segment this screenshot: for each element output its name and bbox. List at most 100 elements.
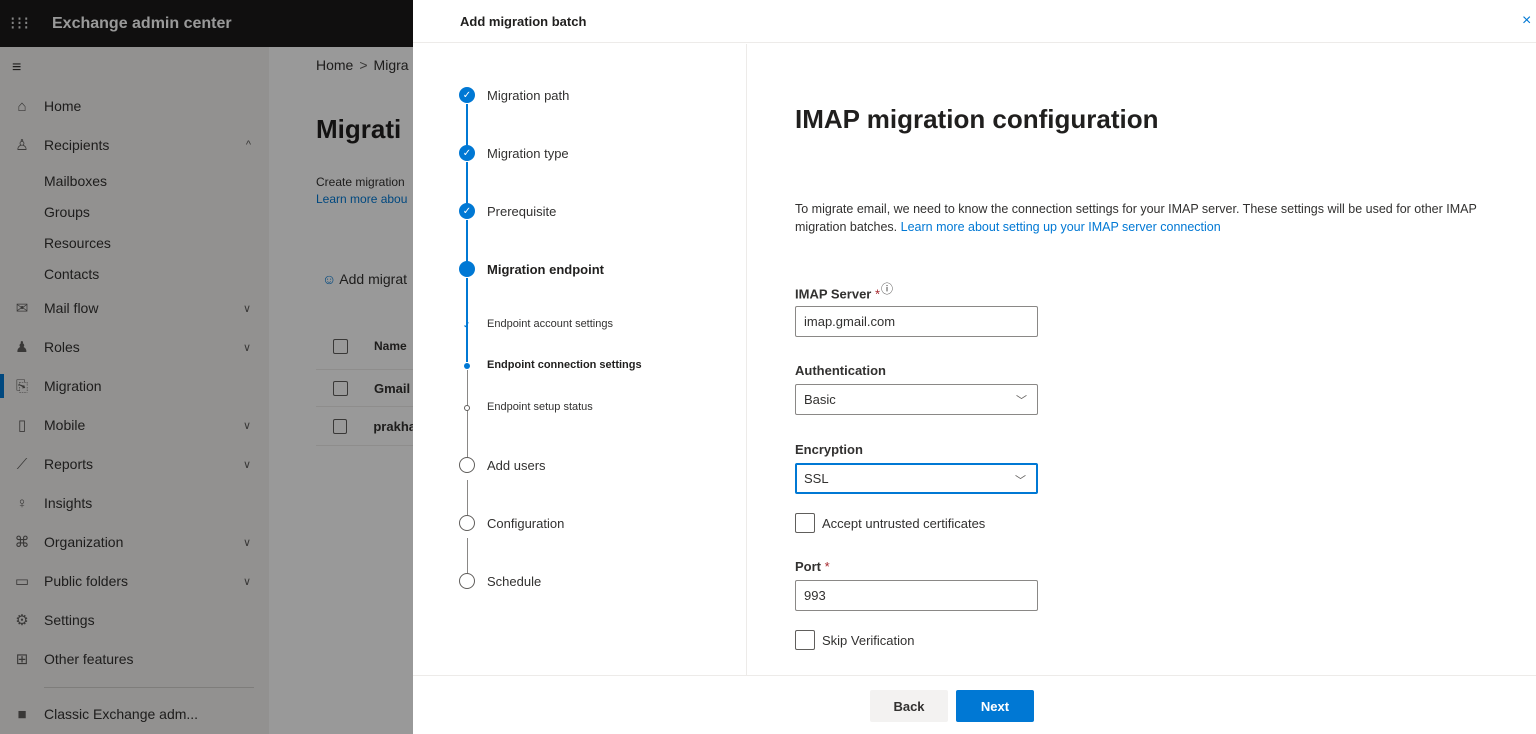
panel-header: Add migration batch × <box>413 0 1536 43</box>
skip-verification-checkbox[interactable]: Skip Verification <box>795 630 915 650</box>
nav-item-insights[interactable]: ♀ Insights <box>0 484 269 522</box>
nav-label: Mobile <box>44 417 86 433</box>
pending-step-icon <box>459 573 475 589</box>
table-row[interactable]: Gmail <box>316 369 416 407</box>
chevron-down-icon: ∨ <box>242 341 251 354</box>
accept-untrusted-label: Accept untrusted certificates <box>822 515 986 531</box>
breadcrumb-home[interactable]: Home <box>316 57 354 73</box>
substep-endpoint-connection-settings[interactable]: Endpoint connection settings <box>487 359 642 371</box>
checkmark-icon: ✓ <box>459 87 475 103</box>
chevron-up-icon: ^ <box>245 139 251 151</box>
step-connector <box>467 370 468 460</box>
nav-sub-contacts[interactable]: Contacts <box>44 266 100 282</box>
nav-sub-resources[interactable]: Resources <box>44 235 111 251</box>
row-checkbox[interactable] <box>333 419 348 434</box>
info-icon[interactable]: ⓘ <box>881 282 894 296</box>
breadcrumb: Home>Migra <box>316 57 409 73</box>
nav-item-classic-exchange[interactable]: ■ Classic Exchange adm... <box>0 695 269 733</box>
nav-label: Reports <box>44 456 94 472</box>
authentication-dropdown[interactable]: Basic ﹀ <box>795 384 1038 415</box>
nav-item-mail-flow[interactable]: ✉ Mail flow ∨ <box>0 289 269 327</box>
nav-item-settings[interactable]: ⚙ Settings <box>0 601 269 639</box>
migration-icon: ⎘ <box>15 377 28 395</box>
step-migration-type[interactable]: Migration type <box>487 146 569 161</box>
checkbox-box[interactable] <box>795 513 815 533</box>
add-migration-label: Add migrat <box>339 271 407 287</box>
chevron-down-icon: ∨ <box>242 419 251 432</box>
nav-label: Classic Exchange adm... <box>44 706 199 722</box>
nav-divider <box>44 687 254 688</box>
learn-more-link[interactable]: Learn more abou <box>316 192 408 206</box>
nav-label: Insights <box>44 495 93 511</box>
select-all-checkbox[interactable] <box>333 338 348 354</box>
table-row[interactable]: prakha <box>316 408 416 446</box>
lightbulb-icon: ♀ <box>16 494 28 512</box>
step-prerequisite[interactable]: Prerequisite <box>487 204 557 219</box>
pending-step-icon <box>459 515 475 531</box>
nav-item-mobile[interactable]: ▯ Mobile ∨ <box>0 406 269 444</box>
substep-endpoint-account-settings[interactable]: Endpoint account settings <box>487 318 613 330</box>
hamburger-icon[interactable]: ≡ <box>12 59 22 76</box>
exchange-icon: ■ <box>17 705 27 723</box>
nav-item-roles[interactable]: ♟ Roles ∨ <box>0 328 269 366</box>
chevron-down-icon: ﹀ <box>1016 395 1027 407</box>
form-heading: IMAP migration configuration <box>795 104 1159 134</box>
page-description: Create migration Learn more abou <box>316 174 407 208</box>
grid-icon: ⊞ <box>15 651 29 668</box>
chevron-down-icon: ∨ <box>242 302 251 315</box>
checkmark-icon: ✓ <box>459 203 475 219</box>
step-configuration: Configuration <box>487 516 565 531</box>
close-icon[interactable]: × <box>1522 12 1532 29</box>
required-mark: * <box>824 559 830 574</box>
encryption-dropdown[interactable]: SSL ﹀ <box>795 463 1038 494</box>
imap-server-label: IMAP Server *ⓘ <box>795 280 893 301</box>
column-header-name[interactable]: Name <box>374 339 407 353</box>
step-connector <box>466 278 468 362</box>
required-mark: * <box>874 286 881 302</box>
panel-title: Add migration batch <box>460 14 587 29</box>
nav-item-recipients[interactable]: ♙ Recipients ^ <box>0 126 269 164</box>
nav-label: Public folders <box>44 573 129 589</box>
back-button[interactable]: Back <box>870 690 948 722</box>
port-input[interactable]: 993 <box>795 580 1038 611</box>
chevron-down-icon: ∨ <box>242 536 251 549</box>
mobile-icon: ▯ <box>17 417 27 434</box>
nav-item-other-features[interactable]: ⊞ Other features <box>0 640 269 678</box>
add-migration-batch-panel: Add migration batch × ✓ Migration path ✓… <box>413 0 1536 734</box>
nav-item-migration[interactable]: ⎘ Migration <box>0 367 269 405</box>
nav-item-organization[interactable]: ⌘ Organization ∨ <box>0 523 269 561</box>
description-text: Create migration <box>316 175 405 189</box>
step-connector <box>466 220 468 270</box>
port-label: Port * <box>795 559 830 574</box>
imap-help-link[interactable]: Learn more about setting up your IMAP se… <box>900 220 1221 234</box>
current-step-icon <box>459 261 475 277</box>
add-migration-button[interactable]: ☺Add migrat <box>322 271 407 287</box>
org-icon: ⌘ <box>14 534 30 551</box>
table-header: Name <box>316 327 416 365</box>
checkmark-icon: ✓ <box>463 320 471 330</box>
breadcrumb-separator: > <box>359 57 368 73</box>
nav-sub-mailboxes[interactable]: Mailboxes <box>44 173 108 189</box>
nav-label: Organization <box>44 534 124 550</box>
authentication-value: Basic <box>804 392 836 407</box>
encryption-label: Encryption <box>795 442 863 457</box>
nav-label: Migration <box>44 378 102 394</box>
row-checkbox[interactable] <box>333 380 348 396</box>
app-title[interactable]: Exchange admin center <box>52 14 232 32</box>
checkbox-box[interactable] <box>795 630 815 650</box>
next-button[interactable]: Next <box>956 690 1034 722</box>
app-launcher-icon[interactable]: ⁝⁝⁝ <box>9 13 31 33</box>
nav-item-reports[interactable]: ⟋ Reports ∨ <box>0 445 269 483</box>
step-migration-path[interactable]: Migration path <box>487 88 570 103</box>
step-migration-endpoint[interactable]: Migration endpoint <box>487 262 604 277</box>
accept-untrusted-checkbox[interactable]: Accept untrusted certificates <box>795 513 985 533</box>
row-name: Gmail <box>374 380 411 396</box>
checkmark-icon: ✓ <box>459 145 475 161</box>
pending-step-icon <box>459 457 475 473</box>
nav-sub-groups[interactable]: Groups <box>44 204 90 220</box>
imap-server-input[interactable]: imap.gmail.com <box>795 306 1038 337</box>
add-people-icon: ☺ <box>322 271 337 287</box>
nav-item-public-folders[interactable]: ▭ Public folders ∨ <box>0 562 269 600</box>
intro-text: To migrate email, we need to know the co… <box>795 200 1495 236</box>
nav-item-home[interactable]: ⌂ Home <box>0 87 269 125</box>
